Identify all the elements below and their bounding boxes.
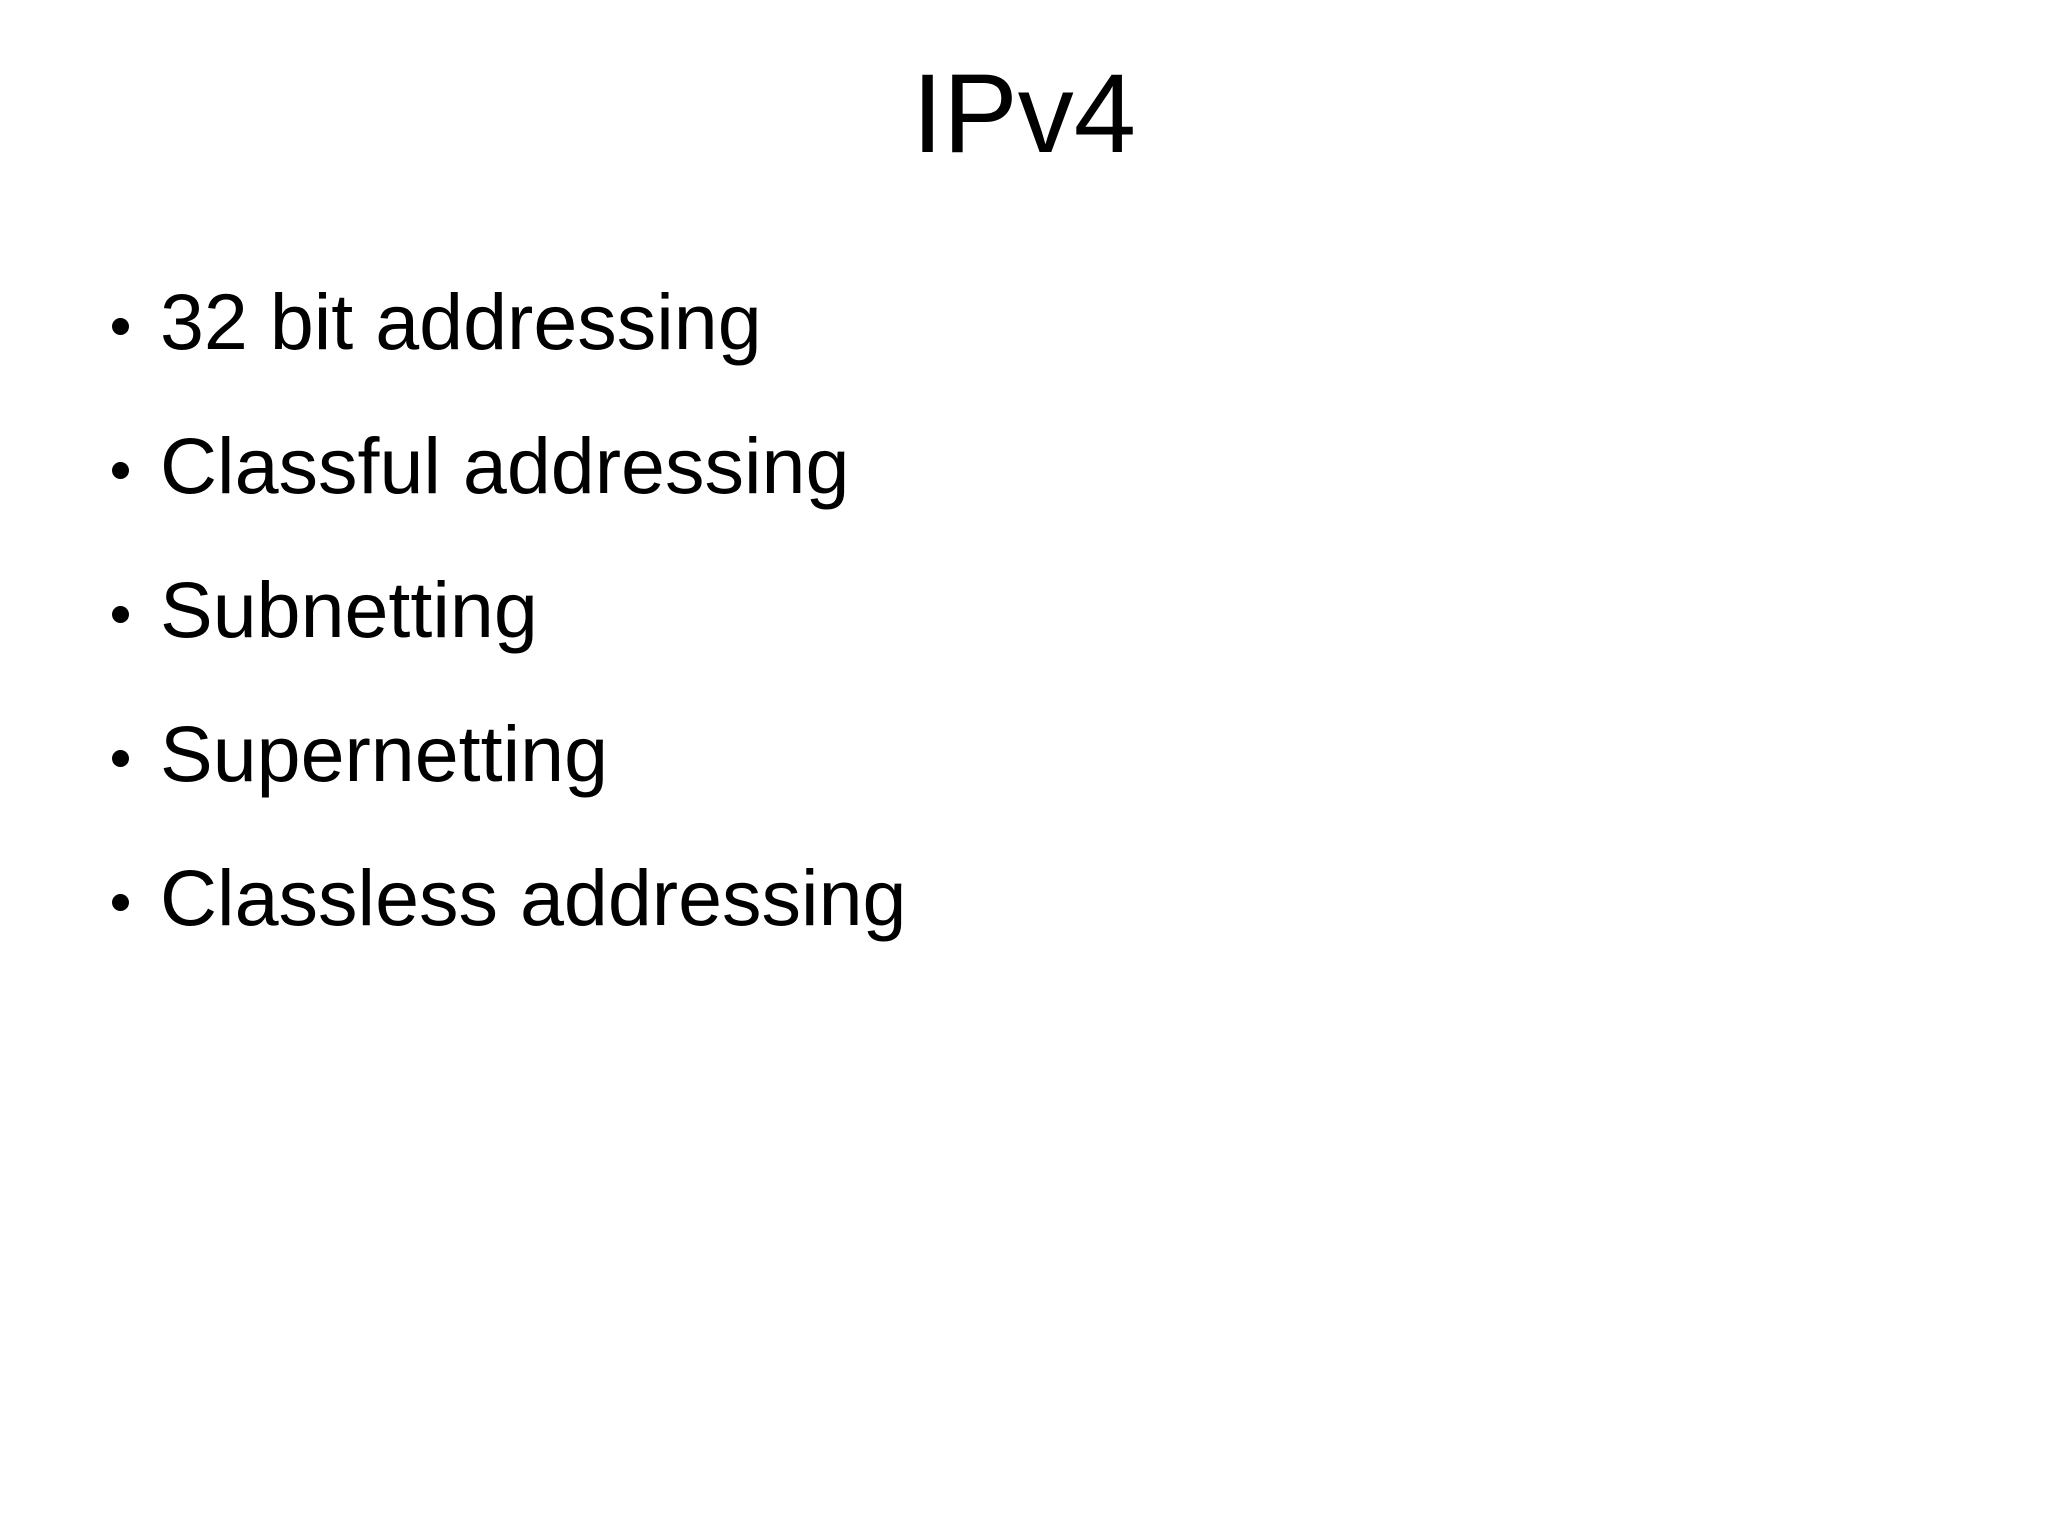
list-item: 32 bit addressing <box>0 282 2048 361</box>
bullet-icon <box>112 894 129 912</box>
list-item: Classless addressing <box>0 858 2048 937</box>
bullet-icon <box>112 462 129 480</box>
list-item-label: 32 bit addressing <box>160 277 762 366</box>
list-item-label: Subnetting <box>160 565 538 654</box>
bullet-icon <box>112 606 129 624</box>
list-item: Subnetting <box>0 570 2048 649</box>
bullet-icon <box>112 750 129 768</box>
slide-title: IPv4 <box>911 51 1137 176</box>
list-item-label: Supernetting <box>160 709 609 798</box>
list-item-label: Classless addressing <box>160 853 907 942</box>
list-item: Classful addressing <box>0 426 2048 505</box>
bullet-list: 32 bit addressing Classful addressing Su… <box>0 282 2048 1002</box>
list-item: Supernetting <box>0 714 2048 793</box>
bullet-icon <box>112 318 129 336</box>
list-item-label: Classful addressing <box>160 421 850 510</box>
